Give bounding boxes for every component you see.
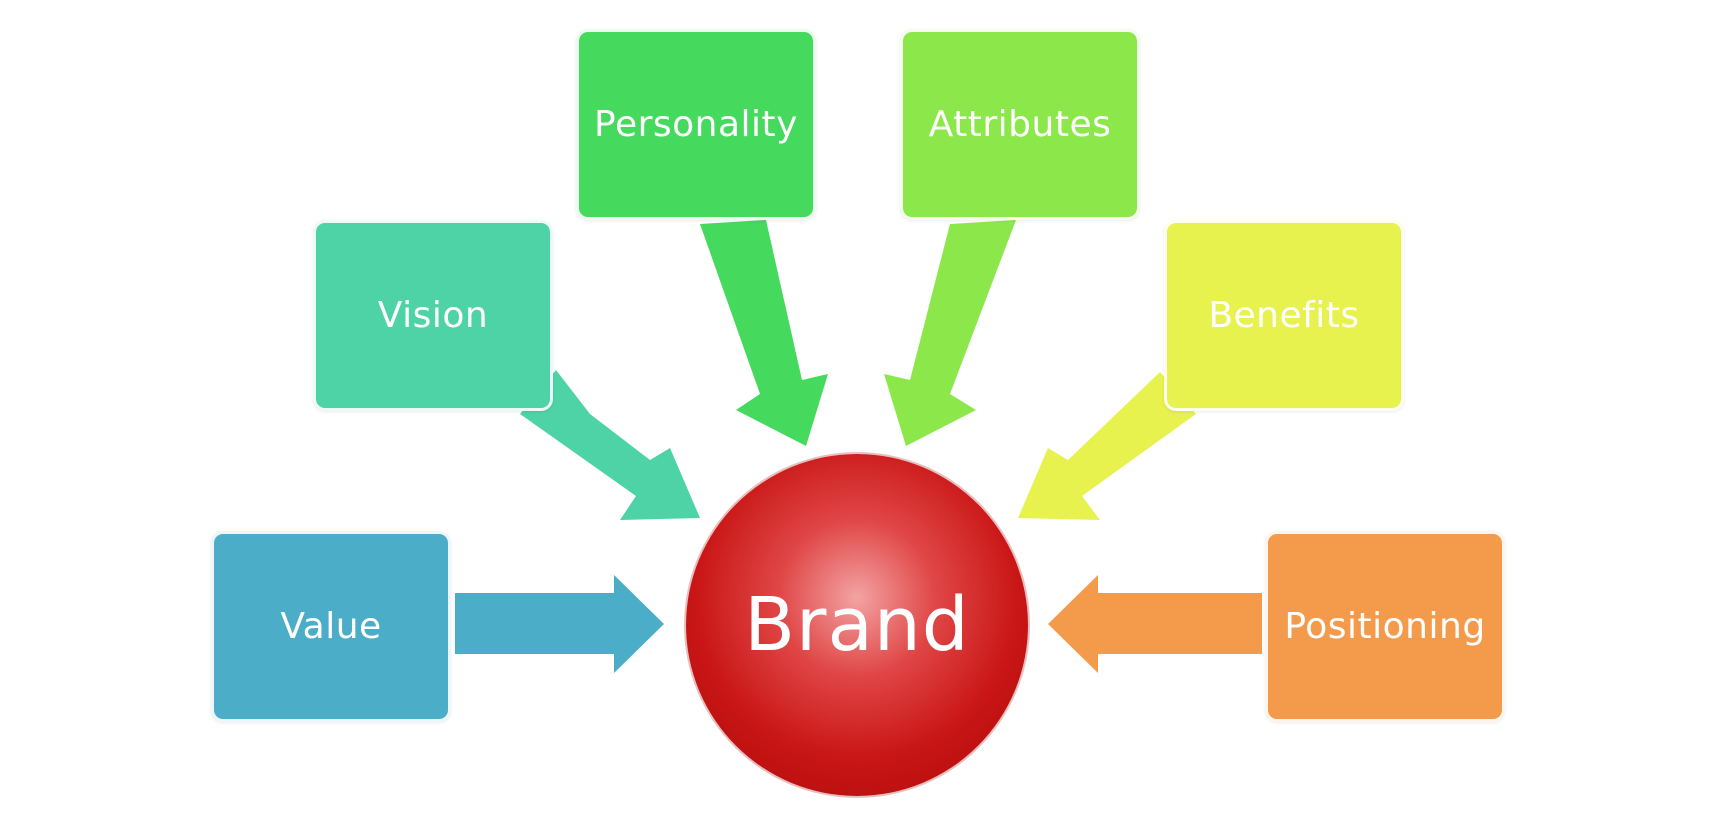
attributes-label: Attributes bbox=[928, 104, 1112, 145]
arrow-personality bbox=[700, 220, 828, 446]
benefits-box: Benefits bbox=[1164, 220, 1404, 411]
vision-box: Vision bbox=[313, 220, 553, 411]
positioning-label: Positioning bbox=[1284, 606, 1486, 647]
vision-label: Vision bbox=[377, 295, 489, 336]
value-label: Value bbox=[280, 606, 382, 647]
arrow-attributes bbox=[884, 220, 1016, 446]
personality-label: Personality bbox=[594, 104, 798, 145]
brand-label: Brand bbox=[744, 582, 970, 668]
brand-circle: Brand bbox=[686, 454, 1028, 796]
value-box: Value bbox=[211, 531, 451, 722]
arrow-vision bbox=[520, 370, 700, 520]
benefits-label: Benefits bbox=[1208, 295, 1360, 336]
arrow-positioning bbox=[1048, 575, 1262, 673]
arrow-benefits bbox=[1018, 372, 1196, 520]
arrow-value bbox=[455, 575, 664, 673]
attributes-box: Attributes bbox=[900, 29, 1140, 220]
positioning-box: Positioning bbox=[1265, 531, 1505, 722]
personality-box: Personality bbox=[576, 29, 816, 220]
